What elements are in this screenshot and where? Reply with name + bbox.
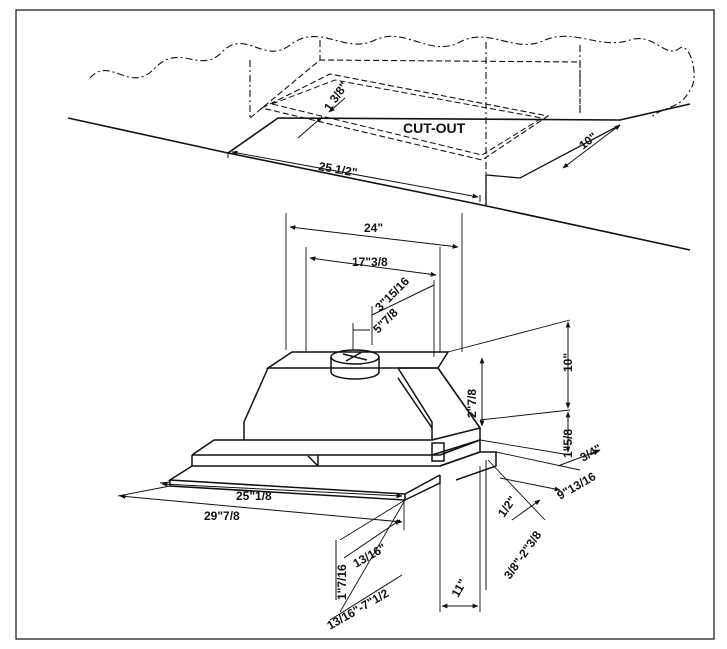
inner-width-label: 17"3/8 — [352, 255, 388, 269]
front-adj-label: 3/8"-2"3/8 — [501, 528, 544, 582]
side-depth-label: 9"13/16 — [555, 469, 599, 502]
hood-dimension-lines — [119, 225, 601, 621]
height-label: 10" — [561, 353, 575, 372]
drawing-border — [15, 9, 715, 640]
overall-width-label: 29"7/8 — [204, 509, 240, 523]
hood-body — [167, 349, 497, 501]
front-a-label: 1/2" — [495, 493, 519, 519]
body-height-label: 2"7/8 — [465, 389, 479, 418]
cutout-offset-dimension — [297, 97, 346, 139]
depth-label: 11" — [448, 577, 469, 600]
trim-width-label: 25"1/8 — [236, 489, 272, 503]
cutout-depth-label: 10" — [576, 130, 600, 153]
cabinet-cutout-view — [67, 35, 695, 251]
cutout-depth-dimension — [562, 124, 621, 169]
cutout-label: CUT-OUT — [403, 120, 466, 136]
front-c-label: 1"7/16 — [335, 564, 349, 600]
extension-lines — [117, 213, 581, 613]
cutout-offset-label: 1 3/8" — [321, 79, 351, 114]
front-b-label: 13/16" — [351, 541, 389, 571]
cutout-width-label: 25 1/2" — [317, 159, 358, 180]
trim-depth-label: 3/4" — [578, 441, 604, 464]
lip-height-label: 1"5/8 — [561, 429, 575, 458]
top-width-label: 24" — [364, 221, 383, 235]
duct-center-label: 5"7/8 — [370, 305, 401, 336]
cutout-width-dimension — [227, 150, 481, 202]
